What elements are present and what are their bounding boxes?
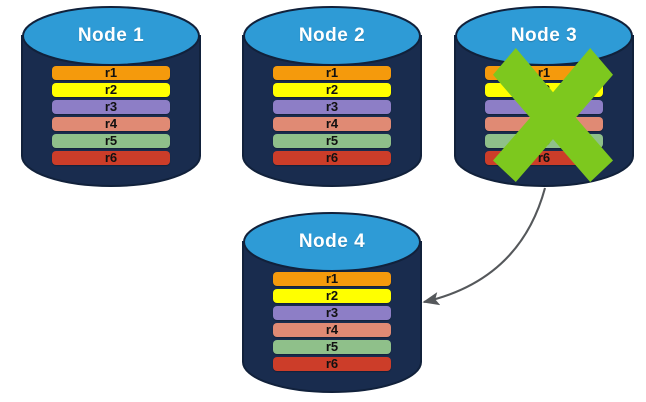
data-row-label: r2 <box>537 82 551 97</box>
data-row[interactable]: r4 <box>485 116 603 131</box>
cylinder-top-cap <box>455 6 633 66</box>
data-row[interactable]: r1 <box>485 65 603 80</box>
cylinder-top-cap <box>22 6 200 66</box>
data-row-label: r4 <box>325 322 339 337</box>
data-row-label: r4 <box>104 116 118 131</box>
data-row-label: r3 <box>537 99 551 114</box>
data-row[interactable]: r6 <box>273 356 391 371</box>
data-row-label: r4 <box>537 116 551 131</box>
data-row[interactable]: r4 <box>52 116 170 131</box>
data-row-label: r2 <box>325 82 339 97</box>
data-row-label: r6 <box>104 150 118 165</box>
data-row-label: r3 <box>325 305 339 320</box>
row-stack: r1 r2 r3 r4 r5 r6 <box>243 66 421 165</box>
data-row[interactable]: r1 <box>273 271 391 286</box>
data-row-label: r3 <box>325 99 339 114</box>
row-stack: r1 r2 r3 r4 r5 r6 <box>243 272 421 371</box>
data-row[interactable]: r6 <box>485 150 603 165</box>
data-row-label: r5 <box>537 133 551 148</box>
data-row-label: r1 <box>325 65 339 80</box>
data-row[interactable]: r3 <box>485 99 603 114</box>
failover-arrow-path <box>422 187 547 306</box>
data-row-label: r6 <box>325 150 339 165</box>
data-row[interactable]: r2 <box>273 82 391 97</box>
data-row[interactable]: r6 <box>273 150 391 165</box>
data-row[interactable]: r3 <box>273 305 391 320</box>
data-row-label: r2 <box>325 288 339 303</box>
data-row-label: r2 <box>104 82 118 97</box>
data-row-label: r5 <box>104 133 118 148</box>
data-row[interactable]: r6 <box>52 150 170 165</box>
data-row[interactable]: r2 <box>52 82 170 97</box>
data-row[interactable]: r2 <box>485 82 603 97</box>
row-stack: r1 r2 r3 r4 r5 r6 <box>22 66 200 165</box>
data-row[interactable]: r5 <box>485 133 603 148</box>
data-row[interactable]: r2 <box>273 288 391 303</box>
data-row[interactable]: r1 <box>52 65 170 80</box>
data-row[interactable]: r3 <box>52 99 170 114</box>
data-row-label: r1 <box>537 65 551 80</box>
data-row[interactable]: r5 <box>273 339 391 354</box>
data-row-label: r3 <box>104 99 118 114</box>
data-row[interactable]: r4 <box>273 322 391 337</box>
data-row[interactable]: r1 <box>273 65 391 80</box>
data-row-label: r5 <box>325 133 339 148</box>
data-row[interactable]: r5 <box>273 133 391 148</box>
data-row-label: r6 <box>325 356 339 371</box>
data-row-label: r1 <box>104 65 118 80</box>
data-row[interactable]: r5 <box>52 133 170 148</box>
data-row-label: r6 <box>537 150 551 165</box>
data-row-label: r1 <box>325 271 339 286</box>
row-stack: r1 r2 r3 r4 r5 r6 <box>455 66 633 165</box>
cylinder-top-cap <box>243 6 421 66</box>
data-row-label: r5 <box>325 339 339 354</box>
data-row[interactable]: r4 <box>273 116 391 131</box>
data-row[interactable]: r3 <box>273 99 391 114</box>
cylinder-top-cap <box>243 212 421 272</box>
data-row-label: r4 <box>325 116 339 131</box>
